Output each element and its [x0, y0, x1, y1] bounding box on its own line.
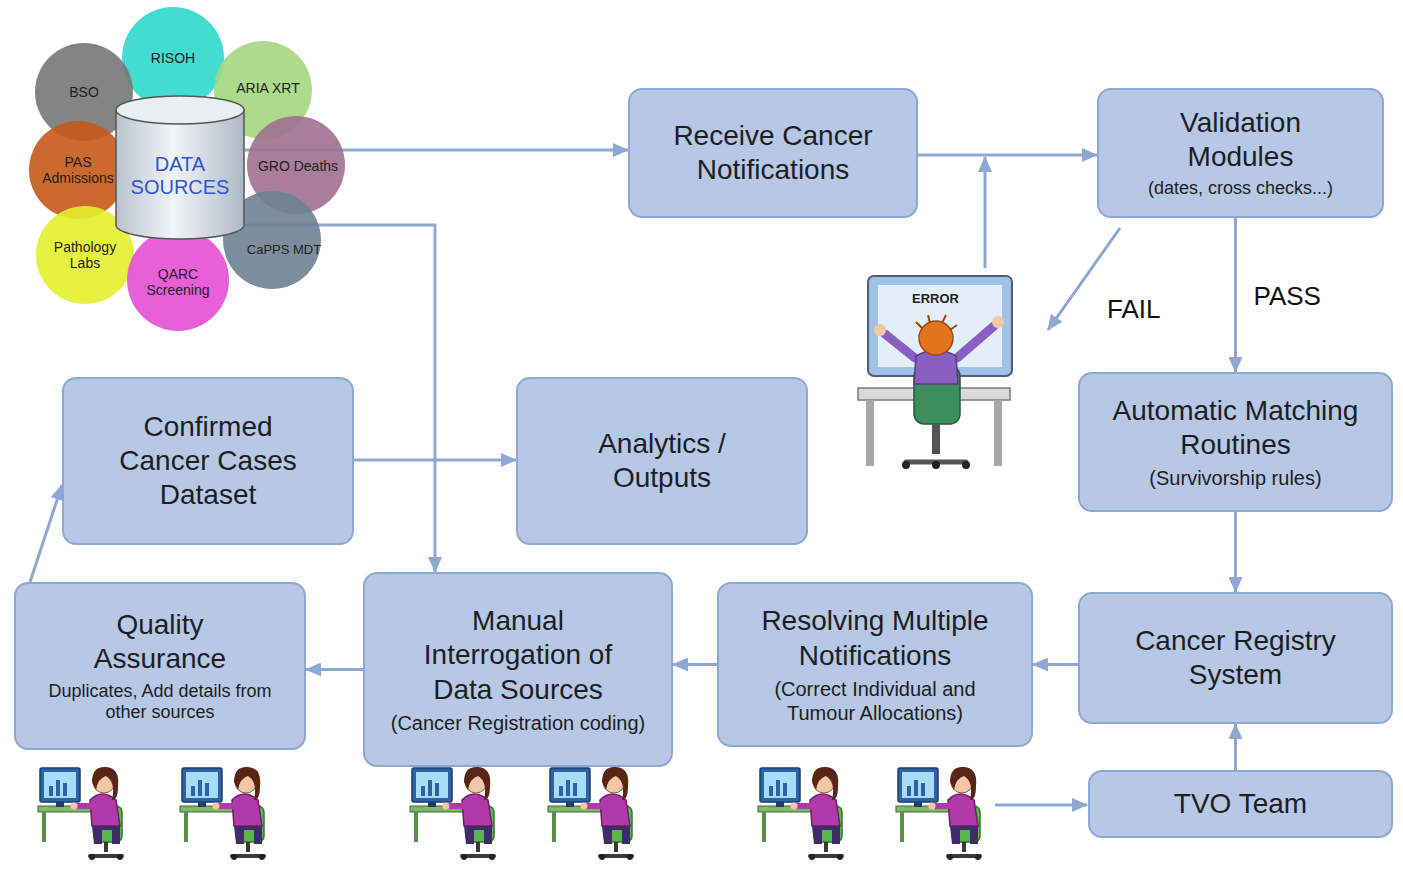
- error-worker-illustration: [919, 321, 953, 355]
- node-title: GRO Deaths: [258, 158, 338, 174]
- flow-arrow: [1033, 663, 1078, 666]
- source-circle: PAS Admissions: [28, 120, 128, 220]
- process-box: Analytics / Outputs: [516, 377, 808, 545]
- error-worker-illustration: [994, 400, 1002, 466]
- node-title: PAS Admissions: [37, 154, 119, 186]
- process-box: Resolving Multiple Notifications (Correct…: [717, 582, 1033, 747]
- error-worker-illustration: [916, 315, 957, 330]
- circle-fill: [127, 229, 229, 331]
- worker-icons: [180, 767, 265, 860]
- error-worker-illustration: [932, 461, 940, 469]
- node-title: Manual Interrogation of Data Sources: [398, 604, 638, 706]
- process-box: Validation Modules (dates, cross checks..…: [1097, 88, 1384, 218]
- worker-icons: [38, 767, 981, 860]
- node-title: Validation Modules: [1156, 106, 1326, 174]
- error-worker-illustration: [902, 461, 910, 469]
- fail-arrows: [995, 804, 1087, 807]
- error-worker-illustration: [852, 272, 1012, 484]
- process-box: Manual Interrogation of Data Sources (Can…: [363, 572, 673, 767]
- node-title: Cancer Registry System: [1121, 624, 1351, 692]
- node-title: Resolving Multiple Notifications: [730, 604, 1020, 672]
- node-title: RISOH: [151, 50, 195, 66]
- error-worker-illustration: [957, 326, 994, 358]
- edge-label: PASS: [1251, 281, 1324, 312]
- node-title: Confirmed Cancer Cases Dataset: [108, 410, 308, 512]
- worker-icons: [38, 767, 123, 860]
- process-box: Cancer Registry System: [1078, 592, 1393, 724]
- fail-label: FAIL: [1107, 294, 1160, 325]
- node-title: TVO Team: [1174, 787, 1307, 821]
- source-circle: QARC Screening: [126, 228, 230, 332]
- circle-fill: [29, 121, 127, 219]
- fail-arrows: [984, 157, 987, 268]
- worker-icons: [548, 767, 633, 860]
- node-title: CaPPS MDT: [247, 243, 321, 258]
- node-title: Pathology Labs: [45, 239, 125, 271]
- worker-icons: [758, 767, 843, 860]
- node-note: Duplicates, Add details from other sourc…: [40, 681, 280, 724]
- node-note: (Survivorship rules): [1149, 466, 1321, 490]
- worker-icons: [410, 767, 495, 860]
- flow-arrow: [354, 459, 516, 462]
- flow-arrow: [306, 668, 363, 671]
- cylinder-body: [116, 110, 244, 239]
- node-title: Automatic Matching Routines: [1111, 394, 1361, 462]
- screen-text: ERROR: [912, 291, 959, 306]
- process-box: TVO Team: [1088, 770, 1393, 838]
- node-title: DATA SOURCES: [125, 153, 235, 199]
- source-circle: RISOH: [121, 6, 225, 110]
- node-note: (Cancer Registration coding): [391, 711, 646, 735]
- process-box: Confirmed Cancer Cases Dataset: [62, 377, 354, 545]
- error-worker-illustration: [852, 272, 1012, 484]
- flow-arrow: [30, 485, 62, 582]
- flow-arrow: [1234, 218, 1237, 372]
- worker-icons: [896, 767, 981, 860]
- cylinder-top: [116, 96, 244, 124]
- error-worker-illustration: [874, 324, 886, 336]
- flow-arrow: [1234, 724, 1237, 770]
- process-box: Receive Cancer Notifications: [628, 88, 918, 218]
- error-worker-illustration: [885, 334, 915, 358]
- flow-arrow: [673, 663, 717, 666]
- error-worker-illustration: [932, 424, 940, 454]
- node-note: (Correct Individual and Tumour Allocatio…: [740, 677, 1010, 725]
- node-title: QARC Screening: [137, 266, 219, 298]
- circle-fill: [122, 7, 224, 109]
- node-title: BSO: [69, 84, 99, 100]
- node-note: (dates, cross checks...): [1148, 178, 1333, 200]
- flow-arrow: [1234, 512, 1237, 592]
- process-box: Quality AssuranceDuplicates, Add details…: [14, 582, 306, 750]
- node-title: Quality Assurance: [80, 608, 240, 676]
- error-worker-illustration: [866, 400, 874, 466]
- error-worker-illustration: [992, 316, 1004, 328]
- node-title: Receive Cancer Notifications: [658, 119, 888, 187]
- error-worker-illustration: [962, 461, 970, 469]
- flow-arrow: [918, 154, 1097, 157]
- node-title: Analytics / Outputs: [577, 427, 747, 495]
- process-box: Automatic Matching Routines (Survivorship…: [1078, 372, 1393, 512]
- node-title: ARIA XRT: [236, 80, 300, 96]
- error-worker-illustration: [878, 285, 1002, 367]
- database-cylinder: DATA SOURCES: [115, 95, 245, 240]
